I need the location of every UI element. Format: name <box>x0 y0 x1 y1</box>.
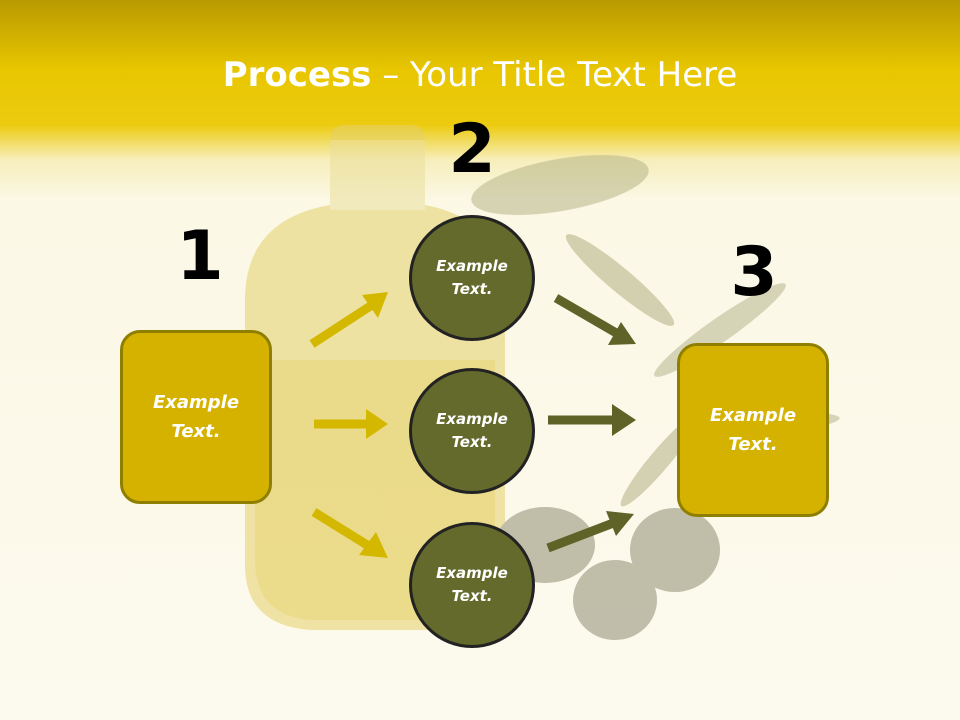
title-rest: – Your Title Text Here <box>371 55 738 95</box>
arrow-to-circle-2 <box>314 409 388 439</box>
step-1-box: Example Text. <box>120 330 272 504</box>
circle-bottom-text: Example Text. <box>436 564 508 605</box>
arrow-from-circle-3 <box>546 511 634 553</box>
step-3-box: Example Text. <box>677 343 829 517</box>
step-number-3: 3 <box>730 233 778 312</box>
arrow-from-circle-1 <box>553 294 636 345</box>
arrow-to-circle-1 <box>309 292 388 348</box>
step-2-circle-bottom: Example Text. <box>409 522 535 648</box>
step-2-circle-middle: Example Text. <box>409 368 535 494</box>
arrow-from-circle-2 <box>548 404 636 436</box>
title-bold: Process <box>222 55 372 95</box>
step-number-2: 2 <box>448 110 496 189</box>
circle-top-text: Example Text. <box>436 257 508 298</box>
step-1-text: Example Text. <box>152 392 240 442</box>
arrow-to-circle-3 <box>311 508 388 558</box>
step-3-text: Example Text. <box>709 405 797 455</box>
page-title: Process – Your Title Text Here <box>0 52 960 98</box>
circle-middle-text: Example Text. <box>436 410 508 451</box>
step-2-circle-top: Example Text. <box>409 215 535 341</box>
step-number-1: 1 <box>176 217 224 296</box>
